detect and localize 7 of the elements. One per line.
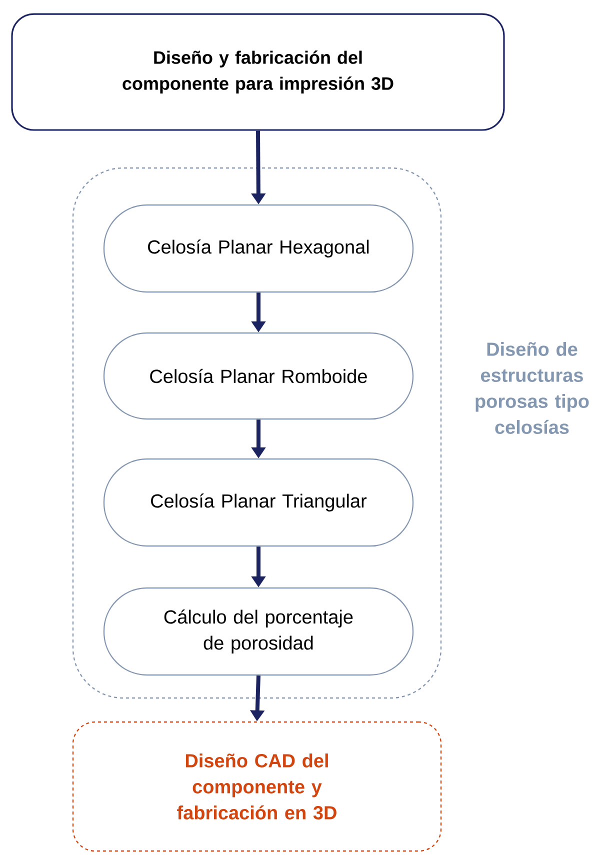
group-label: Diseño de estructuras porosas tipo celosías — [476, 342, 589, 434]
process-box: Celosía Planar Hexagonal — [103, 204, 414, 293]
process-box: Cálculo del porcentaje de porosidad — [103, 587, 414, 676]
process-box: Celosía Planar Romboide — [103, 332, 414, 420]
result-box: Diseño CAD del componente y fabricación en 3D — [72, 721, 442, 852]
process-box: Diseño y fabricación del componente para impresión 3D — [11, 13, 505, 131]
process-box: Celosía Planar Triangular — [103, 458, 414, 547]
